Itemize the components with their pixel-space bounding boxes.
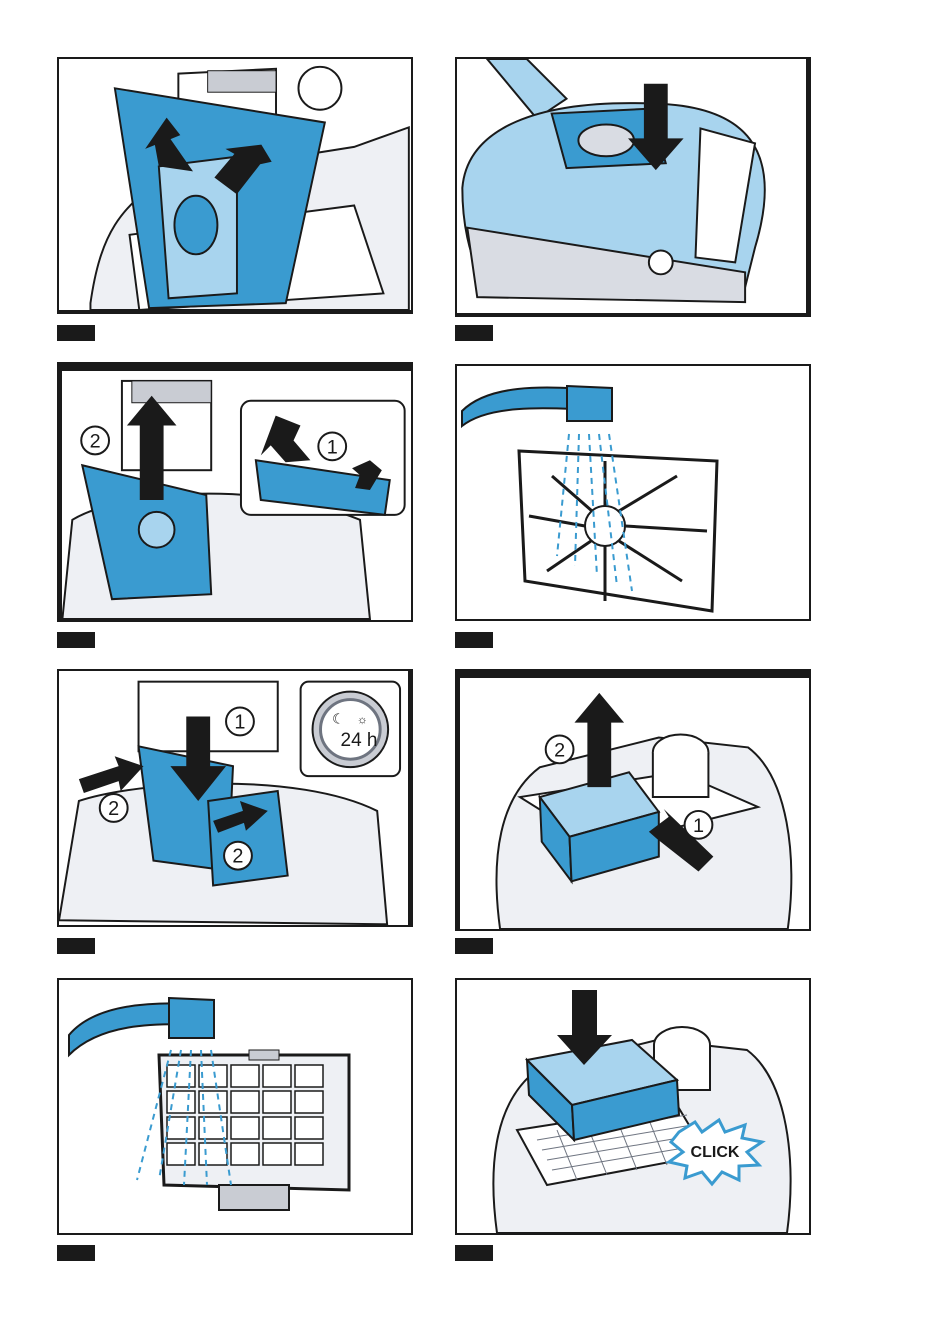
sun-icon: ☼ — [357, 712, 368, 726]
step-tag — [57, 325, 95, 341]
illustration-close-lid — [457, 59, 806, 313]
step-tag — [57, 632, 95, 648]
step-tag — [455, 938, 493, 954]
illustration-remove-exhaust-filter: 2 1 — [460, 678, 809, 929]
callout-1: 1 — [693, 815, 704, 837]
callout-2: 2 — [108, 798, 119, 820]
panel-close-lid — [455, 57, 811, 317]
illustration-dust-bag — [59, 59, 411, 310]
callout-2: 2 — [232, 846, 243, 868]
illustration-insert-exhaust-filter: CLICK — [457, 980, 809, 1233]
step-tag — [455, 1245, 493, 1261]
illustration-reinsert-motor-filter: 1 2 2 ☾ ☼ — [59, 671, 408, 925]
click-label: CLICK — [691, 1144, 740, 1161]
panel-rinse-exhaust-filter — [57, 978, 413, 1235]
callout-2: 2 — [90, 430, 101, 452]
illustration-remove-motor-filter: 2 1 — [62, 371, 411, 620]
callout-1: 1 — [327, 436, 338, 458]
moon-icon: ☾ — [332, 710, 344, 726]
panel-reinsert-motor-filter: 1 2 2 ☾ ☼ 24 h — [57, 669, 413, 927]
panel-insert-exhaust-filter: CLICK — [455, 978, 811, 1235]
panel-rinse-motor-filter — [455, 364, 811, 621]
callout-2: 2 — [554, 739, 565, 761]
step-tag — [57, 1245, 95, 1261]
step-tag — [57, 938, 95, 954]
illustration-rinse-motor-filter — [457, 366, 809, 619]
callout-1: 1 — [234, 711, 245, 733]
step-tag — [455, 325, 493, 341]
panel-remove-motor-filter: 2 1 — [57, 362, 413, 622]
panel-insert-dust-bag — [57, 57, 413, 314]
arrow-right-icon — [79, 756, 144, 793]
step-tag — [455, 632, 493, 648]
panel-remove-exhaust-filter: 2 1 — [455, 669, 811, 931]
timer-24h-label: 24 h — [329, 730, 389, 752]
illustration-rinse-exhaust-filter — [59, 980, 411, 1233]
